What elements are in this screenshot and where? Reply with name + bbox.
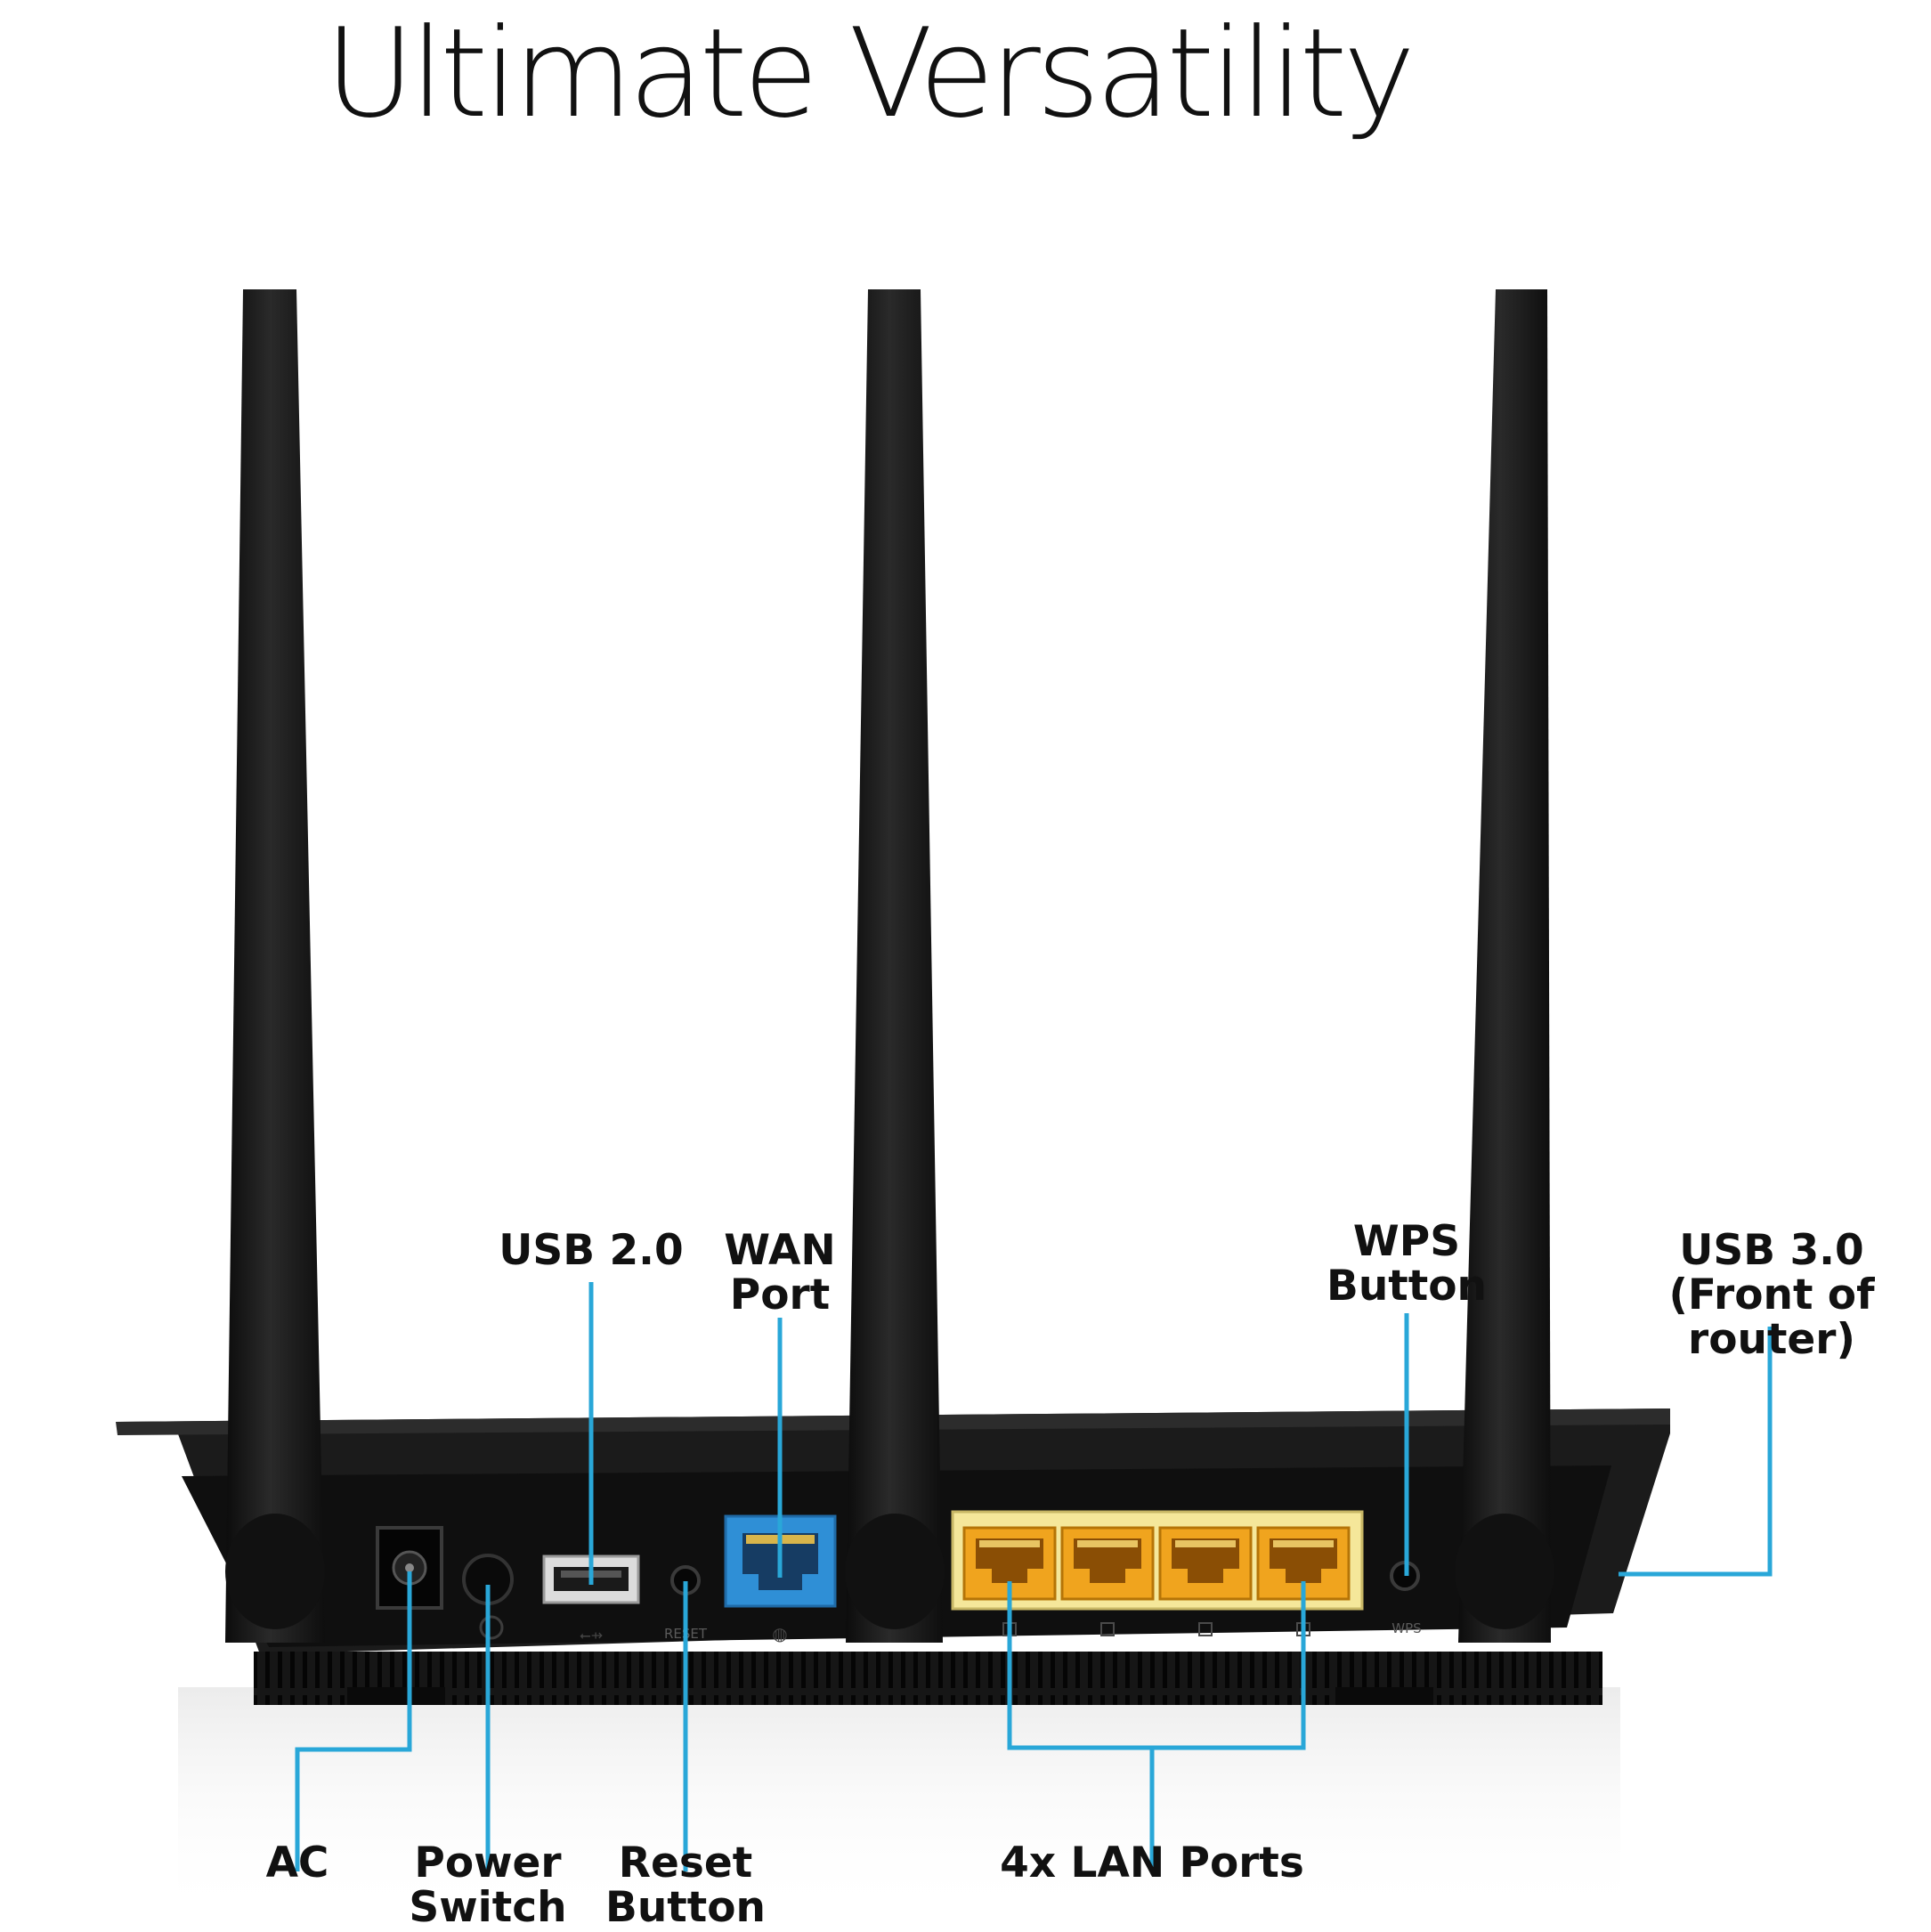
label-ac: AC bbox=[265, 1839, 329, 1887]
callout-lines bbox=[295, 1282, 1773, 1871]
lan-port-group bbox=[951, 1510, 1364, 1636]
callout-line-ac bbox=[295, 1571, 412, 1871]
label-wan-port: WAN Port bbox=[724, 1226, 836, 1319]
wps-panel-label: WPS bbox=[1391, 1620, 1421, 1636]
antenna-center bbox=[845, 289, 945, 1643]
label-wps-button: WPS Button bbox=[1327, 1217, 1487, 1311]
callout-line-lan bbox=[1007, 1581, 1306, 1750]
lan-port-icon bbox=[1100, 1622, 1115, 1636]
usb2-port: ⭠⇸ bbox=[542, 1555, 640, 1644]
label-usb2: USB 2.0 bbox=[499, 1226, 684, 1275]
lan-port-3 bbox=[1158, 1526, 1253, 1601]
callout-line-usb3 bbox=[1619, 1327, 1773, 1577]
label-usb3: USB 3.0 (Front of router) bbox=[1668, 1226, 1875, 1364]
label-reset-button: Reset Button bbox=[605, 1839, 766, 1932]
lan-port-2 bbox=[1060, 1526, 1155, 1601]
floor-reflection bbox=[178, 1687, 1620, 1919]
globe-icon: ◍ bbox=[772, 1623, 787, 1644]
antenna-left bbox=[225, 289, 325, 1643]
lan-port-1 bbox=[962, 1526, 1057, 1601]
antenna-right bbox=[1455, 289, 1554, 1643]
usb-symbol-icon: ⭠⇸ bbox=[580, 1627, 603, 1644]
label-power-switch: Power Switch bbox=[409, 1839, 567, 1932]
label-lan-ports: 4x LAN Ports bbox=[1000, 1839, 1304, 1887]
power-switch bbox=[462, 1554, 514, 1640]
lan-port-icon bbox=[1198, 1622, 1213, 1636]
page-title: Ultimate Versatility bbox=[324, 2, 1416, 145]
